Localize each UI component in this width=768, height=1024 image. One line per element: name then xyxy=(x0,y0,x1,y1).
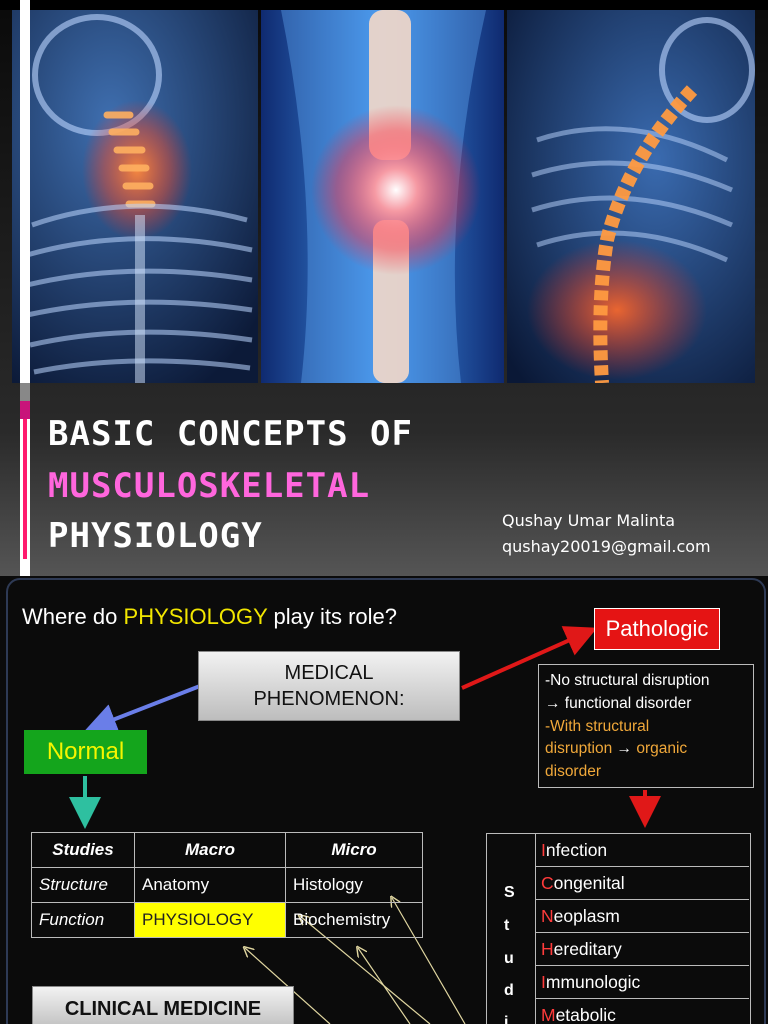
neck-xray-image xyxy=(12,10,258,383)
desc-line-1: -No structural disruption xyxy=(545,672,710,689)
label-letter: d xyxy=(504,982,514,999)
desc-line-4b: organic xyxy=(632,740,688,758)
item-initial: I xyxy=(541,840,546,860)
item-initial: I xyxy=(541,972,546,992)
medical-line-2: PHENOMENON: xyxy=(253,688,405,710)
physiology-cell: PHYSIOLOGY xyxy=(134,902,286,938)
item-rest: mmunologic xyxy=(545,972,641,992)
question-suffix: play its role? xyxy=(273,604,398,629)
row-label: Structure xyxy=(31,867,135,903)
list-item: Infection xyxy=(535,834,749,867)
spine-xray-image xyxy=(507,10,755,383)
normal-box: Normal xyxy=(24,730,147,774)
desc-line-3: -With structural xyxy=(545,717,650,735)
list-item: Congenital xyxy=(535,867,749,900)
author-name: Qushay Umar Malinta xyxy=(502,511,676,530)
list-item: Immunologic xyxy=(535,966,749,999)
header-studies: Studies xyxy=(31,832,135,868)
label-letter: i xyxy=(504,1014,509,1024)
medical-phenomenon-box: MEDICAL PHENOMENON: xyxy=(198,651,460,721)
list-item: Metabolic xyxy=(535,999,749,1024)
slide-question: Where do PHYSIOLOGY play its role? xyxy=(22,604,397,630)
left-rule xyxy=(20,0,30,576)
top-bar xyxy=(0,0,768,10)
accent-line xyxy=(23,419,27,559)
item-initial: N xyxy=(541,906,554,926)
medical-line-1: MEDICAL xyxy=(284,662,374,684)
question-prefix: Where do xyxy=(22,604,118,629)
cover-slide: BASIC CONCEPTS OF MUSCULOSKELETAL PHYSIO… xyxy=(0,0,768,576)
item-initial: H xyxy=(541,939,554,959)
table-row: Structure Anatomy Histology xyxy=(31,867,423,903)
list-item: Hereditary xyxy=(535,933,749,966)
header-micro: Micro xyxy=(285,832,423,868)
title-line-2: MUSCULOSKELETAL xyxy=(48,466,371,506)
label-letter: t xyxy=(504,917,510,934)
item-initial: C xyxy=(541,873,554,893)
item-rest: ereditary xyxy=(553,939,622,959)
pathologic-description: -No structural disruption → functional d… xyxy=(538,664,754,788)
pathologic-box: Pathologic xyxy=(594,608,720,650)
item-rest: eoplasm xyxy=(553,906,620,926)
list-item: Neoplasm xyxy=(535,900,749,933)
item-rest: etabolic xyxy=(555,1005,616,1024)
clinical-medicine-box: CLINICAL MEDICINE xyxy=(32,986,294,1024)
desc-line-4: disruption xyxy=(545,740,613,758)
accent-bar-magenta xyxy=(20,401,30,419)
header-macro: Macro xyxy=(134,832,286,868)
title-line-3: PHYSIOLOGY xyxy=(48,516,263,556)
table-cell: Histology xyxy=(285,867,423,903)
diagram-arrows xyxy=(69,626,661,1024)
table-cell: Biochemistry xyxy=(285,902,423,938)
label-letter: u xyxy=(504,950,514,967)
arrow-to-pathologic xyxy=(461,626,598,690)
item-rest: ongenital xyxy=(553,873,625,893)
desc-line-5: disorder xyxy=(545,763,601,781)
author-email: qushay20019@gmail.com xyxy=(502,537,711,556)
table-cell: Anatomy xyxy=(134,867,286,903)
knee-xray-image xyxy=(261,10,504,383)
item-rest: nfection xyxy=(545,840,608,860)
accent-bar-grey xyxy=(20,383,30,401)
etiology-label-column: S t u d i xyxy=(487,834,536,1024)
slide-frame xyxy=(6,578,766,1024)
item-initial: M xyxy=(541,1005,556,1024)
title-line-1: BASIC CONCEPTS OF xyxy=(48,414,413,454)
row-label: Function xyxy=(31,902,135,938)
arrow-to-normal xyxy=(84,684,201,735)
table-row: Function PHYSIOLOGY Biochemistry xyxy=(31,902,423,938)
question-highlight: PHYSIOLOGY xyxy=(123,604,268,629)
etiology-list: S t u d i Infection Congenital Neoplasm … xyxy=(486,833,751,1024)
physiology-role-slide: Where do PHYSIOLOGY play its role? MEDIC… xyxy=(0,576,768,1024)
label-letter: S xyxy=(504,884,515,901)
studies-table: Studies Macro Micro Structure Anatomy Hi… xyxy=(31,832,423,938)
desc-arrow: → xyxy=(616,740,633,758)
desc-line-2: → functional disorder xyxy=(545,694,692,712)
table-header-row: Studies Macro Micro xyxy=(31,832,423,868)
